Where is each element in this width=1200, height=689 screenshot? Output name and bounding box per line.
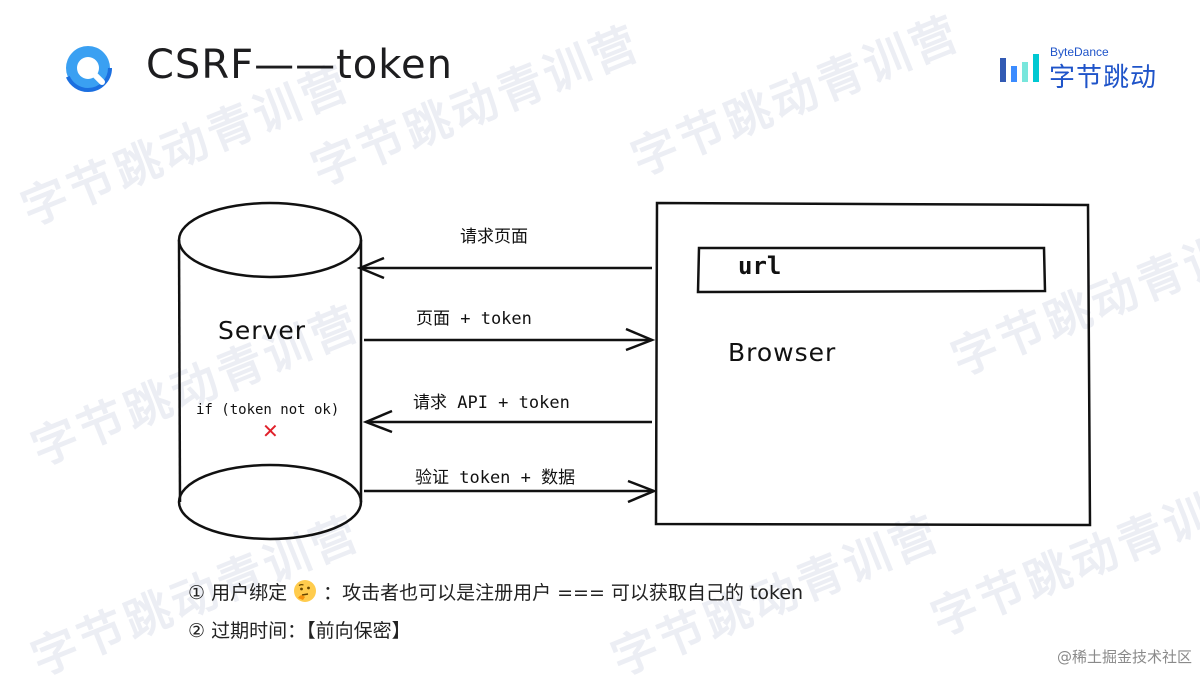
arrow-verify-data (364, 479, 658, 504)
page-title: CSRF——token (146, 42, 453, 88)
arrow-label-page-token: 页面 + token (416, 309, 532, 329)
note-user-binding-text: ：攻击者也可以是注册用户 === 可以获取自己的 token (323, 581, 804, 604)
fail-cross-icon: ✕ (262, 419, 279, 443)
server-condition: if (token not ok) (196, 402, 340, 418)
csrf-token-diagram (177, 201, 1092, 541)
server-cylinder (177, 201, 363, 541)
arrow-label-request-api: 请求 API + token (413, 393, 570, 413)
course-logo-icon (64, 44, 112, 92)
browser-label: Browser (728, 338, 837, 367)
arrow-request-api (362, 409, 652, 434)
url-bar-text: url (738, 252, 782, 280)
note-expiry: ② 过期时间：【前向保密】 (188, 619, 411, 642)
thinking-face-icon (294, 580, 317, 602)
arrow-label-request-page: 请求页面 (460, 227, 528, 247)
server-label: Server (218, 316, 306, 345)
source-credit: @稀土掘金技术社区 (1056, 648, 1192, 666)
brand-name-cn: 字节跳动 (1049, 63, 1158, 93)
arrow-label-verify-data: 验证 token + 数据 (415, 468, 576, 488)
brand-name-en: ByteDance (1050, 45, 1109, 59)
note-user-binding-prefix: ① 用户绑定 (188, 581, 288, 604)
note-user-binding: ① 用户绑定 ：攻击者也可以是注册用户 === 可以获取自己的 token (188, 572, 803, 610)
browser-window (654, 201, 1092, 527)
bytedance-logo-icon (1000, 54, 1039, 82)
arrow-page-token (364, 327, 656, 352)
arrow-request-page (356, 256, 652, 280)
notes: ① 用户绑定 ：攻击者也可以是注册用户 === 可以获取自己的 token ② … (188, 572, 803, 648)
